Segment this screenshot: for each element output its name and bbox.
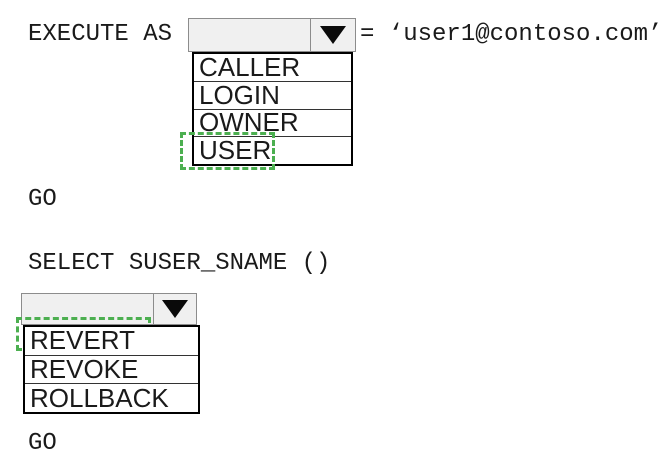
dropdown-arrow-icon xyxy=(162,300,188,318)
code-execute-as: EXECUTE AS xyxy=(28,21,173,48)
option-rollback[interactable]: ROLLBACK xyxy=(25,383,198,413)
option-revoke[interactable]: REVOKE xyxy=(25,354,198,384)
execute-as-dropdown-value[interactable] xyxy=(189,19,310,51)
revert-dropdown[interactable] xyxy=(21,293,197,325)
option-user[interactable]: USER xyxy=(194,136,351,164)
option-caller[interactable]: CALLER xyxy=(194,54,351,81)
code-execute-as-value: = ‘user1@contoso.com’ xyxy=(360,21,663,48)
execute-as-options-list: CALLER LOGIN OWNER USER xyxy=(192,52,353,166)
code-select-statement: SELECT SUSER_SNAME () xyxy=(28,250,331,277)
revert-dropdown-arrow-button[interactable] xyxy=(153,294,196,324)
option-revert[interactable]: REVERT xyxy=(25,327,198,355)
execute-as-dropdown[interactable] xyxy=(188,18,356,52)
code-go-second: GO xyxy=(28,430,57,457)
revert-dropdown-value[interactable] xyxy=(22,294,153,324)
option-login[interactable]: LOGIN xyxy=(194,80,351,109)
revert-options-list: REVERT REVOKE ROLLBACK xyxy=(23,325,200,414)
dropdown-arrow-icon xyxy=(320,26,346,44)
execute-as-dropdown-arrow-button[interactable] xyxy=(310,19,355,51)
option-owner[interactable]: OWNER xyxy=(194,108,351,137)
code-go-first: GO xyxy=(28,186,57,213)
